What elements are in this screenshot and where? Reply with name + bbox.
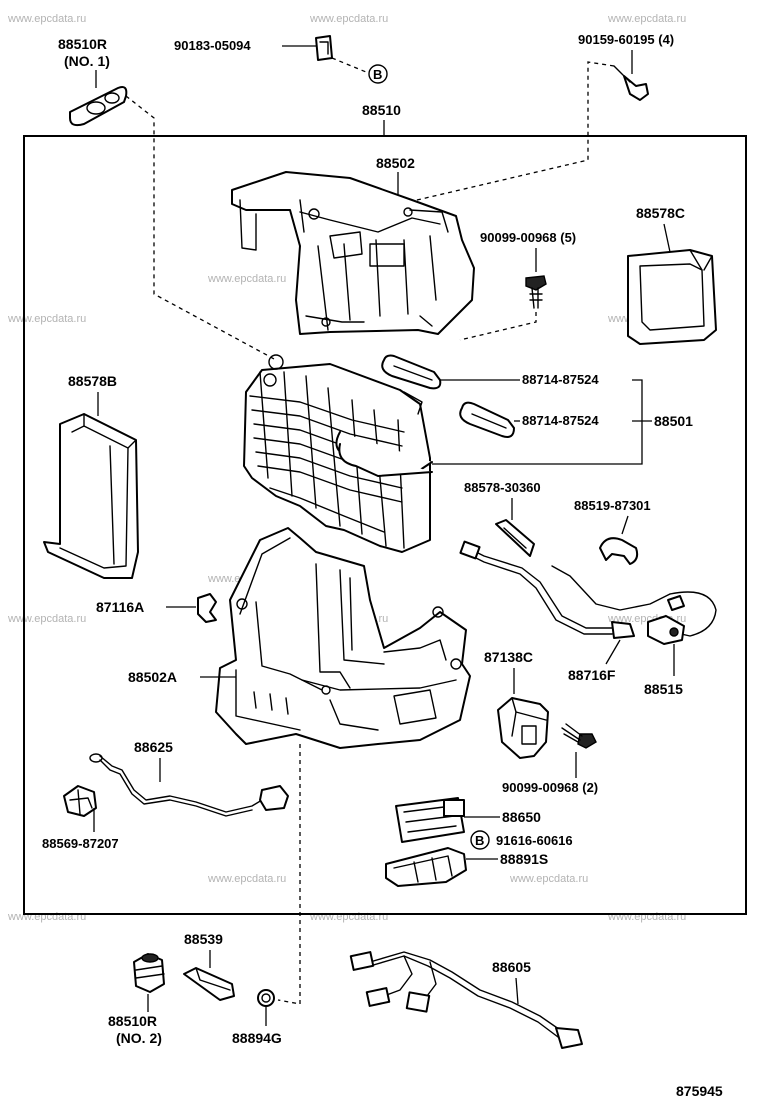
label-87116A: 87116A <box>96 599 144 615</box>
label-88578-30360: 88578-30360 <box>464 480 541 495</box>
watermark: www.epcdata.ru <box>207 873 286 885</box>
screw-5-drawing <box>525 275 547 309</box>
upper-case-drawing <box>231 171 475 335</box>
label-90183-05094: 90183-05094 <box>174 38 251 53</box>
thermistor-harness-drawing <box>459 540 717 645</box>
dashed-guide <box>125 95 277 361</box>
label-88510: 88510 <box>362 102 401 118</box>
dashed-guide <box>331 57 367 73</box>
resistor-87138C-drawing <box>497 697 549 759</box>
callout-b-top: B <box>368 64 388 84</box>
clip-drawing <box>315 35 333 61</box>
label-88510R-no1-sub: (NO. 1) <box>64 53 110 69</box>
watermark: www.epcdata.ru <box>607 13 686 25</box>
label-88519-87301: 88519-87301 <box>574 498 651 513</box>
label-90159-60195: 90159-60195 (4) <box>578 32 674 47</box>
label-88625: 88625 <box>134 739 173 755</box>
callout-b-lower: B <box>470 830 490 850</box>
label-88714-87524-upper: 88714-87524 <box>522 372 599 387</box>
clip-88714-lower-drawing <box>459 401 515 438</box>
label-88578C: 88578C <box>636 205 685 221</box>
label-90099-00968-2: 90099-00968 (2) <box>502 780 598 795</box>
label-88510R-no1: 88510R <box>58 36 107 52</box>
drain-pipe-88539-drawing <box>183 967 235 1001</box>
label-88510R-no2: 88510R <box>108 1013 157 1029</box>
label-88605: 88605 <box>492 959 531 975</box>
watermark: www.epcdata.ru <box>7 13 86 25</box>
leader-line <box>621 515 629 535</box>
watermark: www.epcdata.ru <box>509 873 588 885</box>
label-88501: 88501 <box>654 413 693 429</box>
leader-line <box>605 639 621 665</box>
label-88650: 88650 <box>502 809 541 825</box>
label-87138C: 87138C <box>484 649 533 665</box>
label-88569-87207: 88569-87207 <box>42 836 119 851</box>
bracket-line <box>432 379 643 465</box>
clip-88714-upper-drawing <box>381 354 442 390</box>
diagram-number: 875945 <box>676 1083 723 1099</box>
label-90099-00968-5: 90099-00968 (5) <box>480 230 576 245</box>
watermark: www.epcdata.ru <box>207 273 286 285</box>
holder-88569-drawing <box>63 785 97 817</box>
wire-harness-88605-drawing <box>349 951 583 1049</box>
lower-case-drawing <box>215 527 471 749</box>
assembly-frame <box>23 135 747 915</box>
clamp-88894G-drawing <box>257 989 275 1007</box>
seal-88578B-drawing <box>43 413 139 579</box>
clip-88578-30360-drawing <box>495 519 535 557</box>
dashed-guide <box>459 312 537 341</box>
watermark: www.epcdata.ru <box>309 13 388 25</box>
label-91616-60616: 91616-60616 <box>496 833 573 848</box>
label-88502A: 88502A <box>128 669 177 685</box>
evaporator-drawing <box>243 354 433 553</box>
watermark: www.epcdata.ru <box>7 613 86 625</box>
holder-88519-drawing <box>599 537 639 565</box>
screw-drawing <box>613 65 649 101</box>
screw-2-drawing <box>561 723 597 749</box>
callout-letter: B <box>475 833 484 848</box>
label-88510R-no2-sub: (NO. 2) <box>116 1030 162 1046</box>
grommet-no2-drawing <box>133 953 165 993</box>
watermark: www.epcdata.ru <box>309 911 388 923</box>
label-88714-87524-lower: 88714-87524 <box>522 413 599 428</box>
watermark: www.epcdata.ru <box>7 313 86 325</box>
clip-87116A-drawing <box>197 593 217 623</box>
amplifier-88650-drawing <box>395 797 465 843</box>
label-88502: 88502 <box>376 155 415 171</box>
leader-line <box>663 223 671 253</box>
dashed-guide <box>277 744 301 1005</box>
label-88515: 88515 <box>644 681 683 697</box>
cover-88891S-drawing <box>385 847 467 887</box>
leader-line <box>515 977 519 1005</box>
label-88894G: 88894G <box>232 1030 282 1046</box>
watermark: www.epcdata.ru <box>7 911 86 923</box>
label-88716F: 88716F <box>568 667 616 683</box>
grommet-no1-drawing <box>69 86 128 127</box>
callout-letter: B <box>373 67 382 82</box>
label-88578B: 88578B <box>68 373 117 389</box>
label-88891S: 88891S <box>500 851 548 867</box>
dashed-guide <box>305 61 615 227</box>
seal-88578C-drawing <box>627 249 717 345</box>
watermark: www.epcdata.ru <box>607 911 686 923</box>
label-88539: 88539 <box>184 931 223 947</box>
sensor-88625-drawing <box>89 753 289 817</box>
